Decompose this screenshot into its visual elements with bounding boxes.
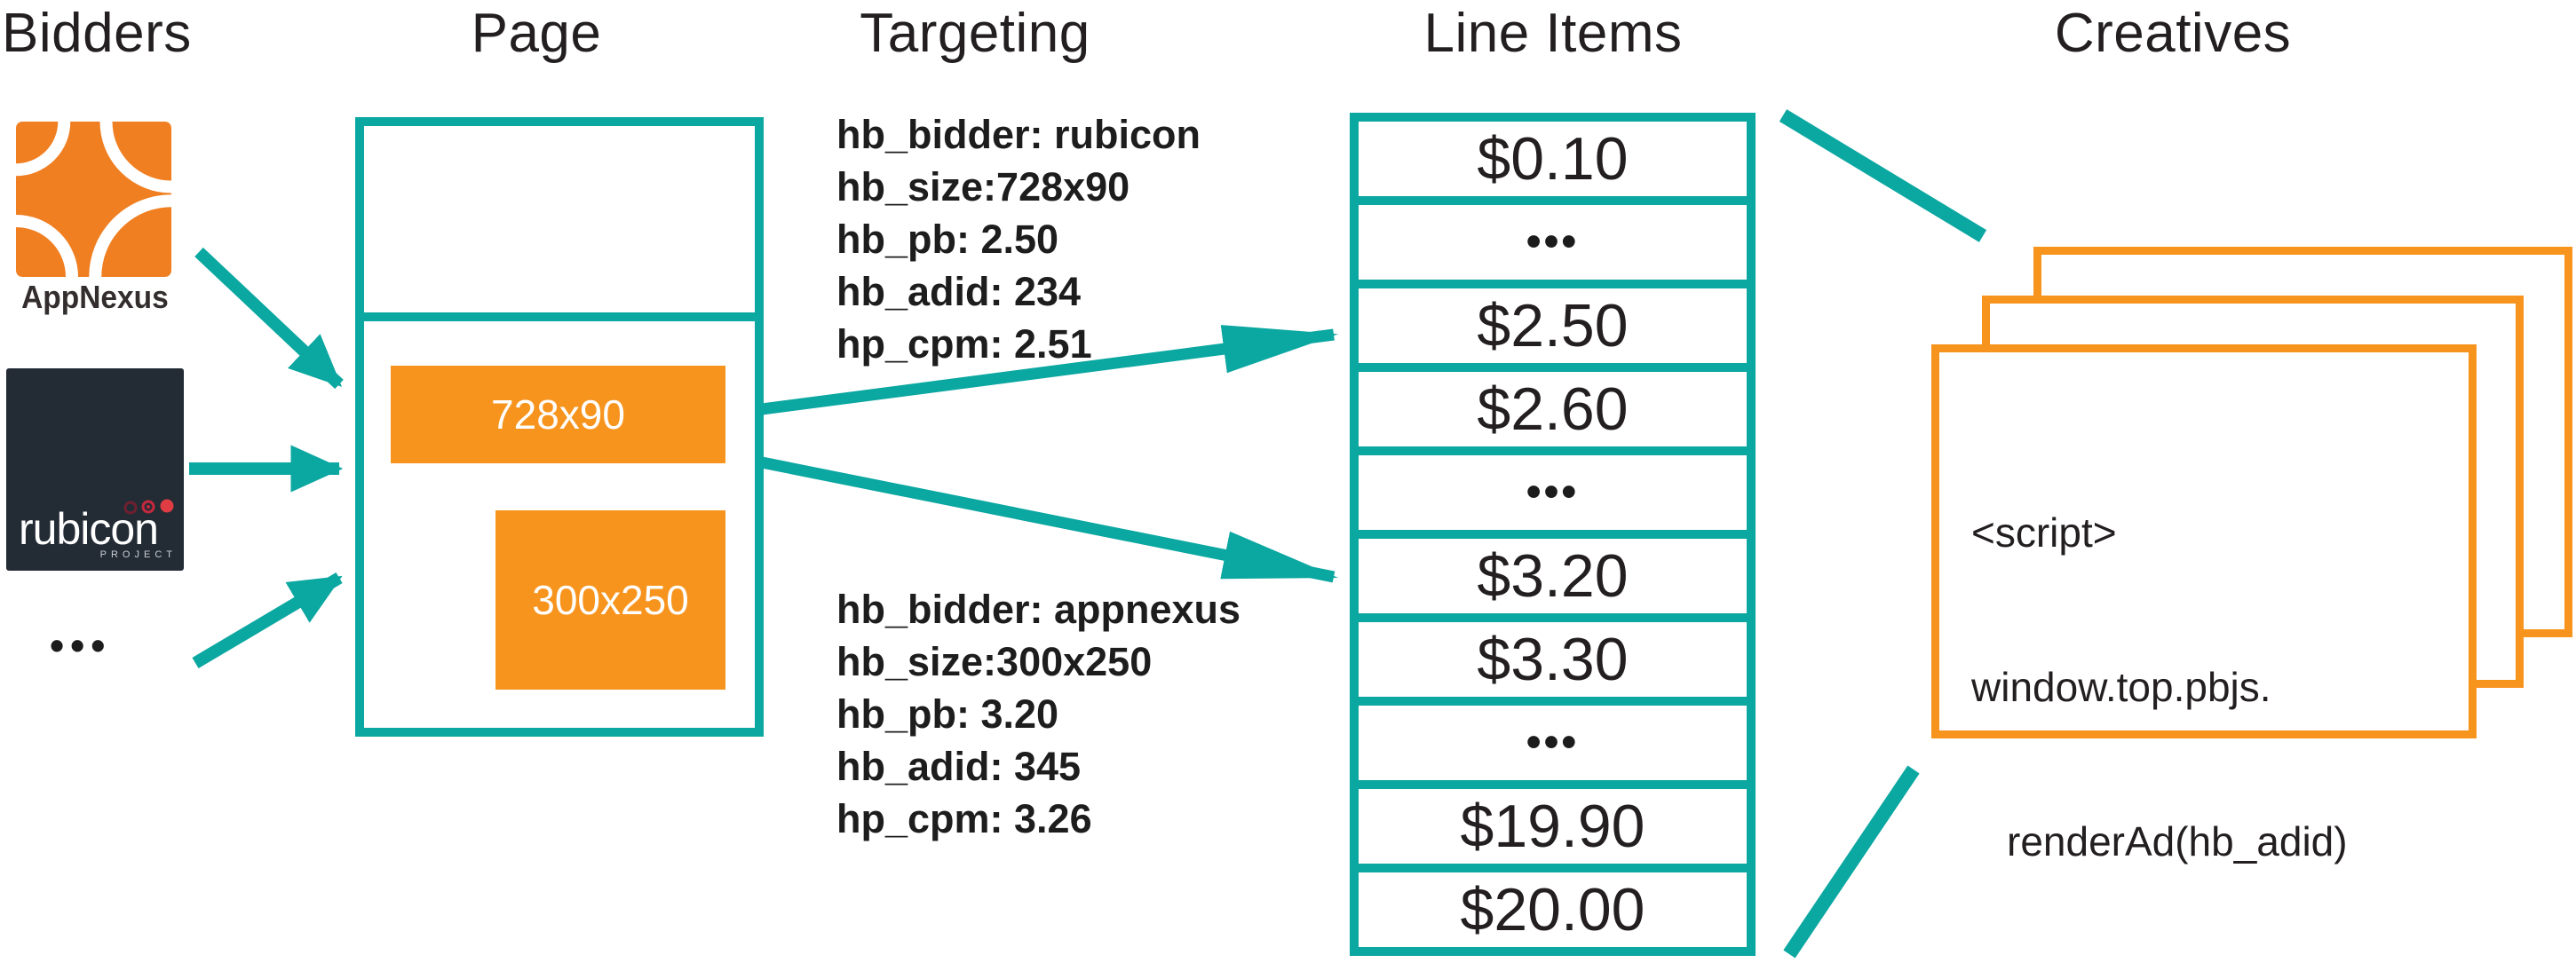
line-item-row-ellipsis: ••• <box>1359 706 1747 789</box>
targeting-line: hb_size:300x250 <box>836 639 1153 684</box>
appnexus-logo-icon <box>16 122 171 277</box>
line-item-row-ellipsis: ••• <box>1359 205 1747 288</box>
targeting-line: hp_cpm: 2.51 <box>836 321 1092 367</box>
creative-card-front: <script> window.top.pbjs. renderAd(hb_ad… <box>1931 344 2477 864</box>
targeting-line: hb_adid: 345 <box>836 744 1082 789</box>
targeting-block-rubicon: hb_bidder: rubicon hb_size:728x90 hb_pb:… <box>836 108 1201 370</box>
rubicon-wordmark: rubicon <box>19 504 159 554</box>
targeting-line: hb_pb: 2.50 <box>836 217 1059 262</box>
column-title-line-items: Line Items <box>1423 3 1683 64</box>
ad-slot-300x250: 300x250 <box>495 510 725 690</box>
arrow-morebidders-to-page <box>192 572 343 669</box>
link-lineitems-top-to-creatives <box>1779 109 1987 242</box>
arrow-page-to-lineitem-250 <box>761 325 1339 415</box>
targeting-line: hb_pb: 3.20 <box>836 691 1059 737</box>
targeting-line: hb_adid: 234 <box>836 269 1082 314</box>
line-item-row: $20.00 <box>1460 876 1645 943</box>
line-item-row: $3.20 <box>1359 539 1747 622</box>
page-mockup: 728x90 300x250 <box>355 117 764 737</box>
line-item-row: $3.30 <box>1359 622 1747 706</box>
targeting-block-appnexus: hb_bidder: appnexus hb_size:300x250 hb_p… <box>836 583 1240 845</box>
creative-render-script: <script> window.top.pbjs. renderAd(hb_ad… <box>1971 404 2348 963</box>
targeting-line: hb_bidder: rubicon <box>836 112 1201 157</box>
arrow-appnexus-to-page <box>194 247 344 390</box>
arrow-page-to-lineitem-320 <box>760 456 1339 583</box>
targeting-line: hb_size:728x90 <box>836 164 1130 209</box>
rubicon-project-label: PROJECT <box>99 549 177 560</box>
rubicon-logo: rubicon PROJECT <box>6 368 184 571</box>
targeting-line: hp_cpm: 3.26 <box>836 796 1092 841</box>
line-items-table: $0.10 ••• $2.50 $2.60 ••• $3.20 $3.30 ••… <box>1350 113 1756 956</box>
ad-slot-728x90-label: 728x90 <box>491 391 625 438</box>
link-lineitems-bottom-to-creatives <box>1783 765 1920 959</box>
ad-slot-728x90: 728x90 <box>391 366 725 463</box>
code-line: window.top.pbjs. <box>1971 664 2271 710</box>
line-item-row-ellipsis: ••• <box>1359 455 1747 539</box>
column-title-creatives: Creatives <box>2054 3 2292 64</box>
line-item-row: $0.10 <box>1359 122 1747 205</box>
column-title-bidders: Bidders <box>2 3 192 64</box>
targeting-line: hb_bidder: appnexus <box>836 587 1241 632</box>
rubicon-logo-dots-icon <box>123 499 174 515</box>
line-item-row: $2.60 <box>1359 372 1747 455</box>
line-item-row: $2.50 <box>1359 288 1747 372</box>
column-title-targeting: Targeting <box>860 3 1090 64</box>
code-line: <script> <box>1971 509 2117 556</box>
page-header-divider <box>363 312 756 321</box>
more-bidders-ellipsis: ••• <box>50 622 112 668</box>
column-title-page: Page <box>471 3 602 64</box>
code-line: renderAd(hb_adid) <box>2007 818 2348 864</box>
line-item-row: $19.90 <box>1359 789 1747 872</box>
appnexus-label: AppNexus <box>21 279 169 315</box>
ad-slot-300x250-label: 300x250 <box>532 577 689 623</box>
